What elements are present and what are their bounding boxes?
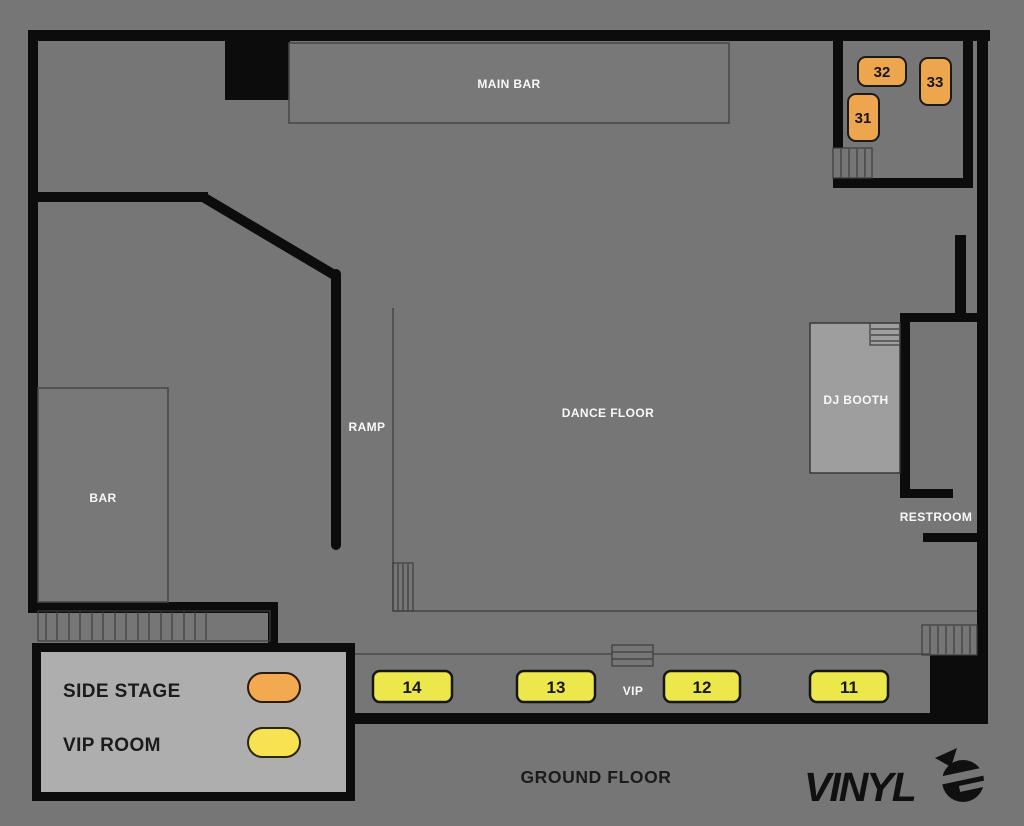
legend-side-stage-swatch (247, 672, 301, 703)
wall-corner-block (930, 655, 988, 724)
table-11-shape[interactable] (808, 669, 890, 704)
wall-bottom-left (28, 602, 278, 613)
wall-pillar (225, 41, 290, 100)
wall-legend-connector (268, 613, 278, 647)
wall-sideroom-bottom (833, 178, 973, 188)
stairs-side-room (832, 147, 873, 179)
legend: SIDE STAGE VIP ROOM (32, 643, 355, 801)
main-bar-label: MAIN BAR (477, 77, 540, 91)
bar-label: BAR (89, 491, 116, 505)
table-14[interactable]: 14 (371, 669, 454, 704)
wall-sideroom-left (833, 41, 843, 148)
table-31-shape[interactable] (847, 93, 880, 142)
table-14-shape[interactable] (371, 669, 454, 704)
bar-area (37, 387, 169, 603)
walls (28, 30, 990, 724)
stairs-bottom-right (921, 624, 978, 656)
wall-restroom-bottom (900, 489, 953, 498)
table-12-shape[interactable] (662, 669, 742, 704)
legend-vip-room-label: VIP ROOM (63, 735, 161, 756)
legend-side-stage-label: SIDE STAGE (63, 681, 181, 702)
table-31[interactable]: 31 (847, 93, 880, 142)
vinyl-record-icon (935, 748, 996, 802)
main-bar-area (288, 42, 730, 124)
table-12[interactable]: 12 (662, 669, 742, 704)
wall-restroom-lower (923, 533, 977, 542)
dance-floor-label: DANCE FLOOR (562, 406, 654, 420)
table-13-number: 13 (547, 678, 566, 697)
page-title: GROUND FLOOR (520, 767, 671, 787)
wall-interior-horizontal (38, 192, 208, 202)
dj-booth-area (809, 322, 901, 474)
restroom-label: RESTROOM (900, 510, 973, 524)
wall-restroom-top (900, 313, 977, 322)
wall-sideroom-right (963, 41, 973, 188)
table-32[interactable]: 32 (857, 56, 907, 87)
legend-vip-room-swatch (247, 727, 301, 758)
dj-booth-label: DJ BOOTH (823, 393, 888, 407)
table-11[interactable]: 11 (808, 669, 890, 704)
table-33-number: 33 (927, 74, 944, 91)
stairs-bottom-left (37, 610, 271, 642)
table-31-number: 31 (855, 110, 872, 127)
table-32-number: 32 (874, 64, 891, 81)
wall-restroom-left (900, 313, 910, 498)
wall-interior-diagonal (200, 192, 339, 281)
table-32-shape[interactable] (857, 56, 907, 87)
brand-logo: VINYL (804, 748, 996, 810)
table-13-shape[interactable] (515, 669, 597, 704)
wall-right-segment (955, 235, 966, 316)
stairs-dance-floor (392, 562, 414, 612)
wall-right (977, 30, 988, 724)
wall-top (28, 30, 990, 41)
table-14-number: 14 (403, 678, 422, 697)
table-33-shape[interactable] (919, 57, 952, 106)
table-33[interactable]: 33 (919, 57, 952, 106)
table-12-number: 12 (693, 678, 712, 697)
vip-area-label: VIP (623, 684, 644, 698)
wall-bottom (355, 713, 988, 724)
stairs-dj-booth (869, 322, 901, 346)
table-13[interactable]: 13 (515, 669, 597, 704)
wall-left (28, 30, 38, 613)
ramp-label: RAMP (349, 420, 386, 434)
vip-gate (611, 644, 654, 667)
legend-box (32, 643, 355, 801)
brand-logo-text: VINYL (804, 764, 915, 810)
table-11-number: 11 (840, 678, 858, 697)
